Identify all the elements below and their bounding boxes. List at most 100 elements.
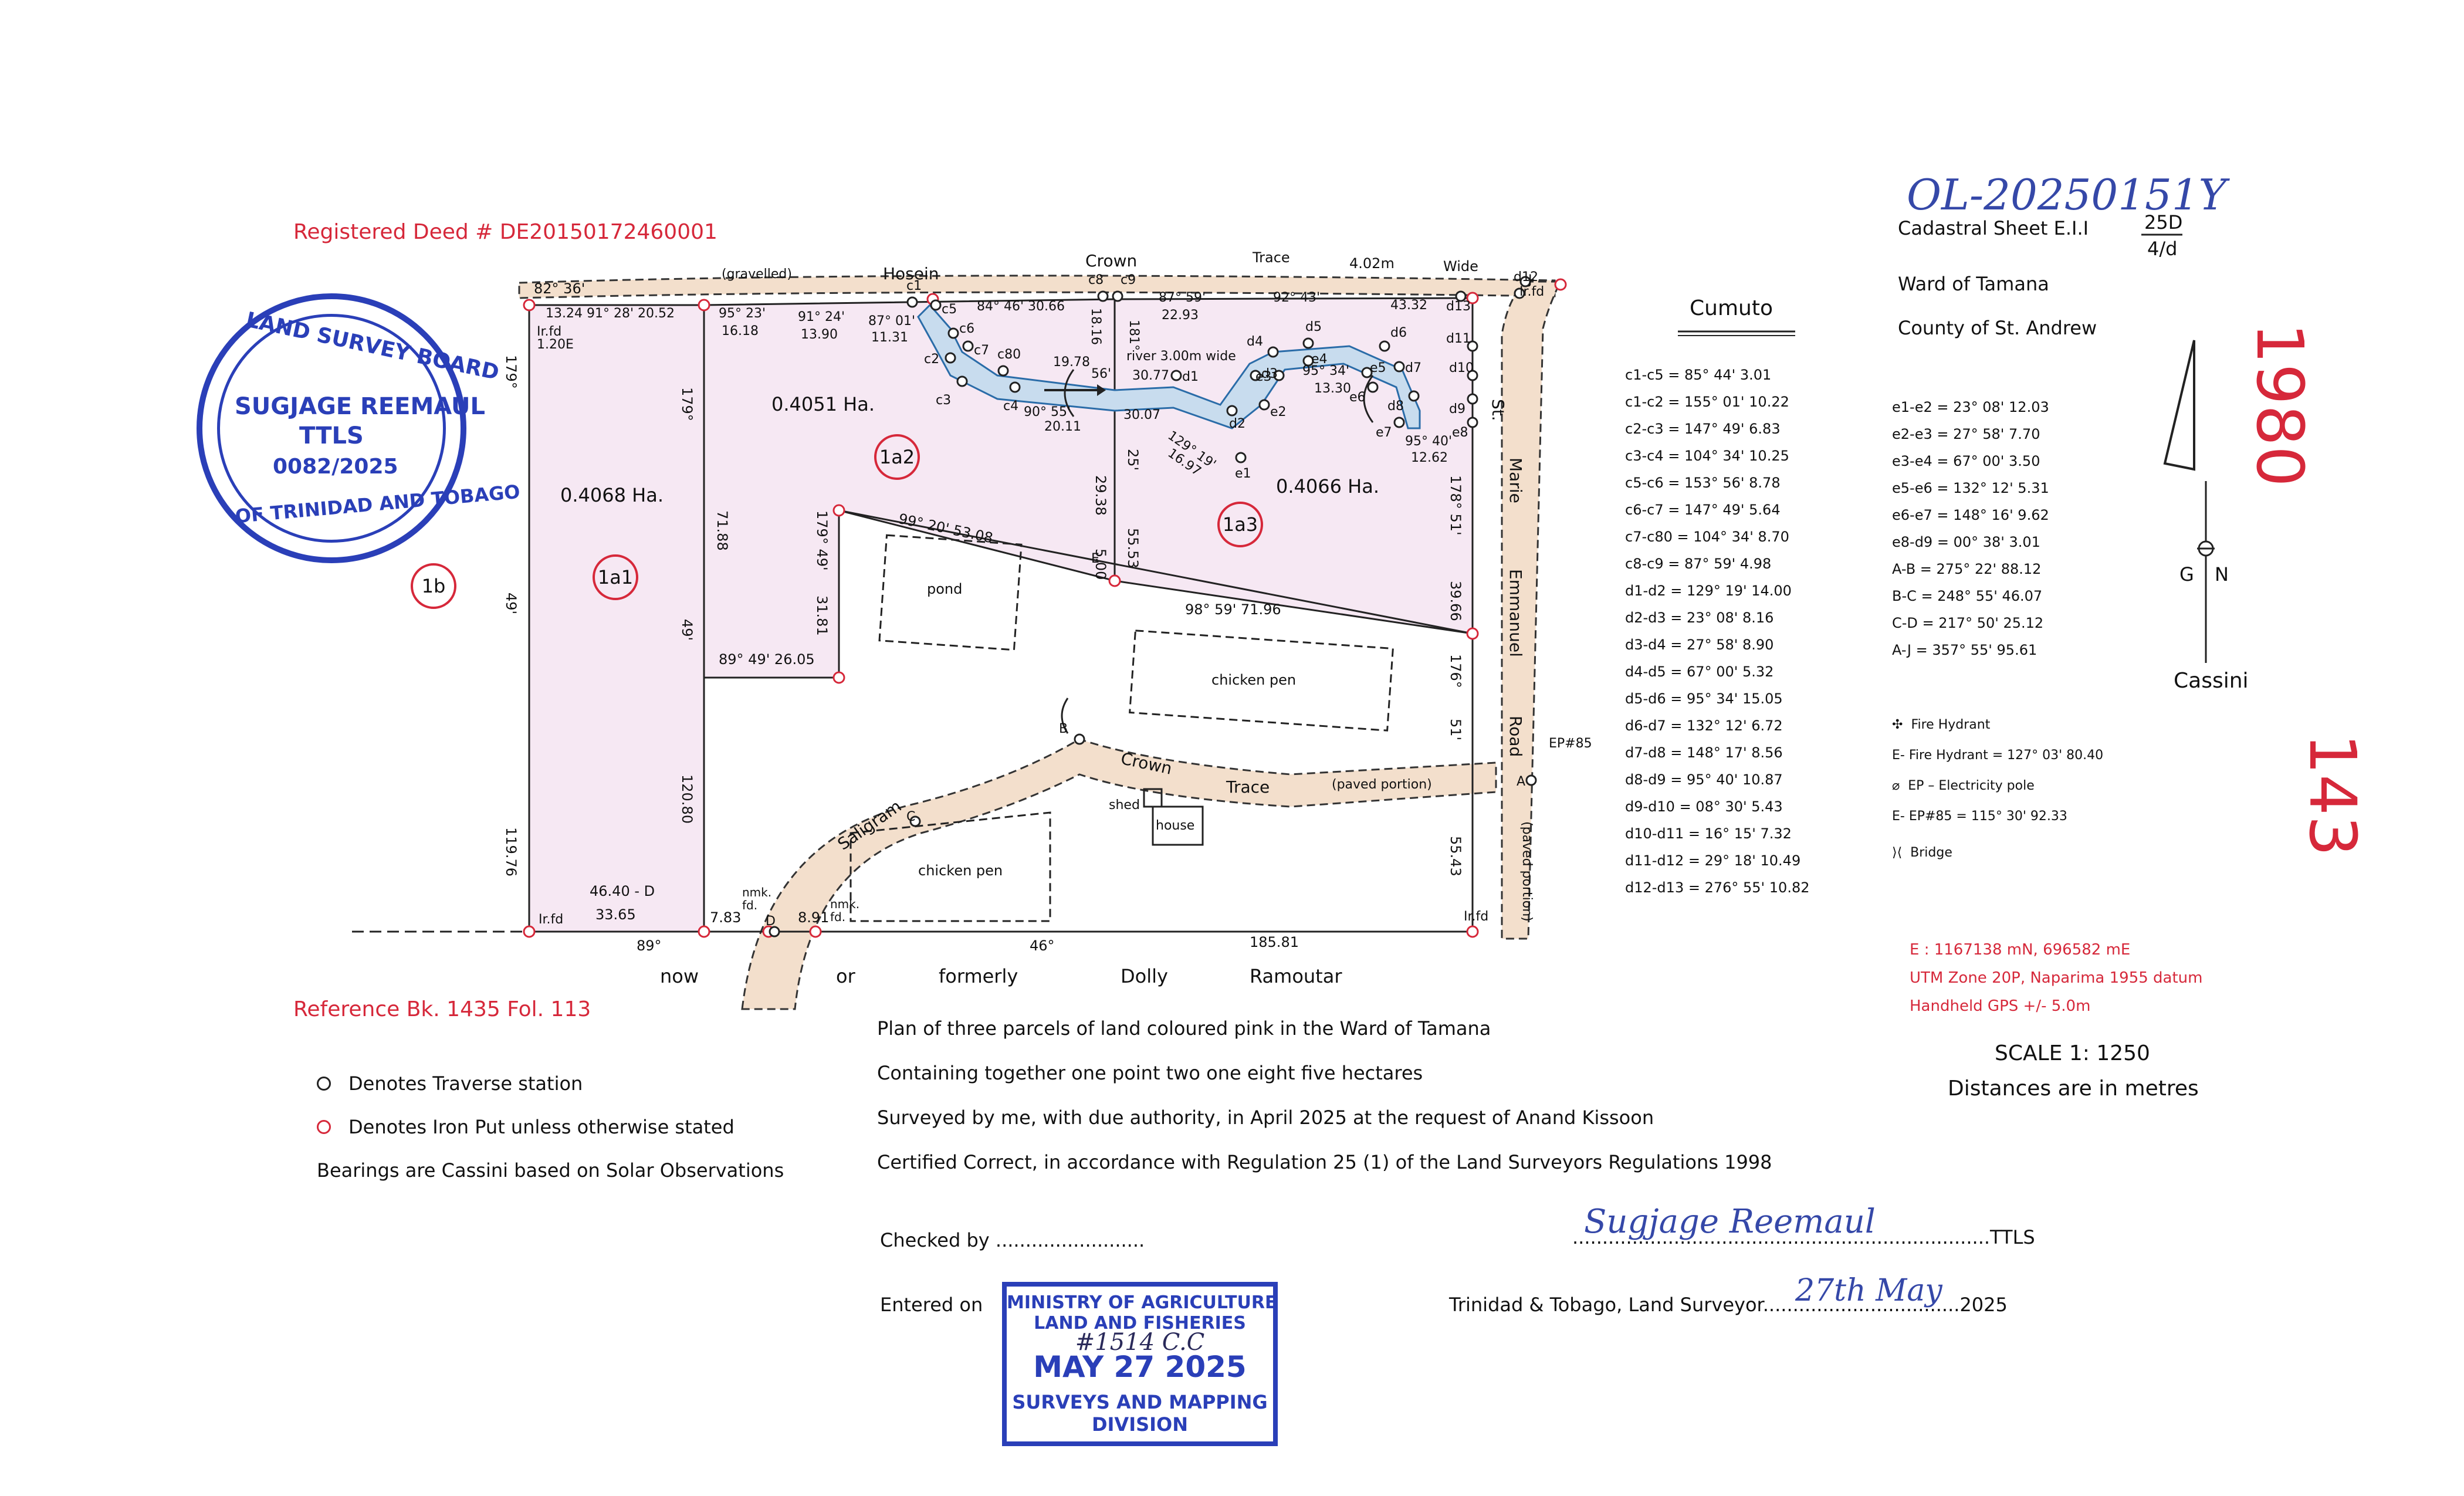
dim-right-51: 51'	[1447, 719, 1464, 741]
dim-b11: 56'	[1091, 367, 1112, 381]
chicken-pen-label-2: chicken pen	[918, 862, 1003, 879]
stamp-name: SUGJAGE REEMAUL	[235, 393, 485, 420]
gravelled-label: (gravelled)	[722, 267, 792, 282]
traverse-marker-c5	[930, 299, 942, 311]
checked-by: Checked by .........................	[880, 1229, 1145, 1251]
iron-put-marker	[1466, 627, 1479, 640]
cert-line-1: Plan of three parcels of land coloured p…	[877, 1017, 1491, 1040]
dim-b16: 181°	[1126, 320, 1141, 351]
traverse-marker-B	[1074, 733, 1085, 745]
iron-put-marker	[1466, 925, 1479, 938]
north-g: G	[2179, 563, 2194, 585]
bearing-row: d5-d6 = 95° 34' 15.05	[1625, 691, 1783, 707]
parcel-1b-id: 1b	[411, 563, 456, 609]
ministry-stamp: MINISTRY OF AGRICULTURE LAND AND FISHERI…	[1002, 1282, 1278, 1446]
dim-mid-179: 179°	[679, 387, 695, 421]
traverse-marker-c2	[945, 352, 956, 364]
gps-block: E : 1167138 mN, 696582 mE UTM Zone 20P, …	[1910, 936, 2202, 1020]
pond-outline	[878, 534, 1023, 651]
ministry-line-4: SURVEYS AND MAPPING	[1012, 1391, 1268, 1413]
dim-b3b: 13.90	[801, 327, 838, 342]
distances-units: Distances are in metres	[1948, 1077, 2199, 1101]
st-marie-emmanuel-road	[1501, 280, 1562, 940]
bridge-row: ⟩⟨ Bridge	[1892, 845, 1952, 860]
dim-b5: 84° 46' 30.66	[977, 299, 1065, 314]
road-paved-right: (paved portion)	[1519, 821, 1534, 922]
ep-ref-row: E- EP#85 = 115° 30' 92.33	[1892, 809, 2067, 824]
district-name: Cumuto	[1690, 296, 1773, 320]
ward-label: Ward of Tamana	[1898, 273, 2049, 295]
iron-put-marker	[698, 299, 710, 312]
traverse-marker-d12	[1514, 287, 1525, 299]
traverse-marker-c9	[1112, 290, 1123, 302]
map-legend: Denotes Traverse station Denotes Iron Pu…	[317, 1062, 784, 1192]
dim-b4: 87° 01'	[868, 314, 916, 329]
traverse-marker-c7	[962, 340, 974, 352]
adjoiner-now: now	[660, 965, 699, 987]
cadastral-sheet-number: 25D	[2144, 211, 2183, 233]
dim-b13: 20.11	[1044, 419, 1081, 434]
bearing-row: A-J = 357° 55' 95.61	[1892, 642, 2037, 658]
cert-line-2: Containing together one point two one ei…	[877, 1062, 1423, 1084]
certification-block: Plan of three parcels of land coloured p…	[877, 1006, 1772, 1184]
bearing-row: d11-d12 = 29° 18' 10.49	[1625, 852, 1801, 869]
dim-left-179: 179°	[503, 355, 519, 389]
bridge-icon: ⟩⟨	[1892, 845, 1903, 860]
bearing-row: c1-c2 = 155° 01' 10.22	[1625, 394, 1789, 410]
parcel-1a2-id: 1a2	[874, 434, 920, 480]
point-label-d11: d11	[1446, 331, 1471, 346]
iron-put-marker	[809, 925, 822, 938]
bearing-row: c7-c80 = 104° 34' 8.70	[1625, 529, 1789, 545]
dim-irfd-120: Ir.fd 1.20E	[537, 324, 574, 352]
road-wide: Wide	[1443, 258, 1478, 275]
point-label-d3: d3	[1261, 367, 1278, 381]
traverse-marker-D	[769, 926, 780, 937]
ep-row: ⌀ EP – Electricity pole	[1892, 779, 2035, 793]
traverse-marker-d7	[1393, 361, 1405, 373]
stamp-number: 0082/2025	[273, 455, 398, 479]
adjoiner-formerly: formerly	[939, 965, 1018, 987]
survey-markers	[523, 276, 1567, 938]
bearing-row: e8-d9 = 00° 38' 3.01	[1892, 534, 2040, 550]
irfd-left: Ir.fd	[539, 912, 564, 927]
dim-right-176: 176°	[1447, 654, 1464, 688]
dim-b10: 19.78	[1053, 355, 1090, 370]
point-label-c8: c8	[1088, 273, 1104, 287]
dim-b30: 185.81	[1250, 934, 1299, 950]
surveyor-stamp: LAND SURVEY BOARD OF TRINIDAD AND TOBAGO…	[197, 293, 521, 563]
ministry-date: MAY 27 2025	[1033, 1350, 1247, 1384]
road-marie: Marie	[1506, 458, 1525, 503]
bearing-row: d2-d3 = 23° 08' 8.16	[1625, 610, 1774, 626]
bearing-row: A-B = 275° 22' 88.12	[1892, 561, 2042, 577]
dim-mid-7188: 71.88	[714, 510, 730, 551]
traverse-marker-d4	[1267, 346, 1279, 358]
symbols-legend: ✣ Fire Hydrant E- Fire Hydrant = 127° 03…	[1892, 710, 2103, 868]
surveyor-line: Trinidad & Tobago, Land Surveyor........…	[1449, 1294, 2008, 1316]
margin-number-bottom: 143	[2295, 733, 2370, 857]
point-label-e2: e2	[1270, 405, 1287, 419]
reference: Reference Bk. 1435 Fol. 113	[293, 997, 591, 1021]
dim-b4b: 11.31	[871, 330, 908, 345]
point-label-c7: c7	[974, 343, 990, 358]
legend-bearings: Bearings are Cassini based on Solar Obse…	[317, 1159, 784, 1182]
dim-b26: 46.40 - D	[590, 883, 655, 899]
traverse-marker-d11	[1467, 340, 1478, 352]
scale: SCALE 1: 1250	[1995, 1041, 2150, 1065]
iron-put-marker	[1554, 278, 1567, 291]
dim-b14: 30.77	[1132, 368, 1169, 383]
iron-put-marker	[523, 299, 536, 312]
traverse-marker-c4	[1009, 381, 1021, 393]
point-label-J: J	[1528, 273, 1532, 287]
bridge-symbol	[1061, 698, 1069, 734]
point-label-c80: c80	[997, 347, 1021, 362]
bearing-row: c5-c6 = 153° 56' 8.78	[1625, 475, 1781, 491]
iron-put-marker	[1108, 574, 1121, 587]
bearing-row: e1-e2 = 23° 08' 12.03	[1892, 399, 2049, 415]
point-label-d10: d10	[1449, 361, 1474, 375]
cert-line-3: Surveyed by me, with due authority, in A…	[877, 1106, 1654, 1129]
road-emmanuel: Emmanuel	[1506, 569, 1525, 657]
fire-hydrant-row: ✣ Fire Hydrant	[1892, 717, 1991, 732]
dim-e-5553: 55.53	[1125, 528, 1141, 568]
dim-e-2938: 29.38	[1092, 475, 1109, 516]
